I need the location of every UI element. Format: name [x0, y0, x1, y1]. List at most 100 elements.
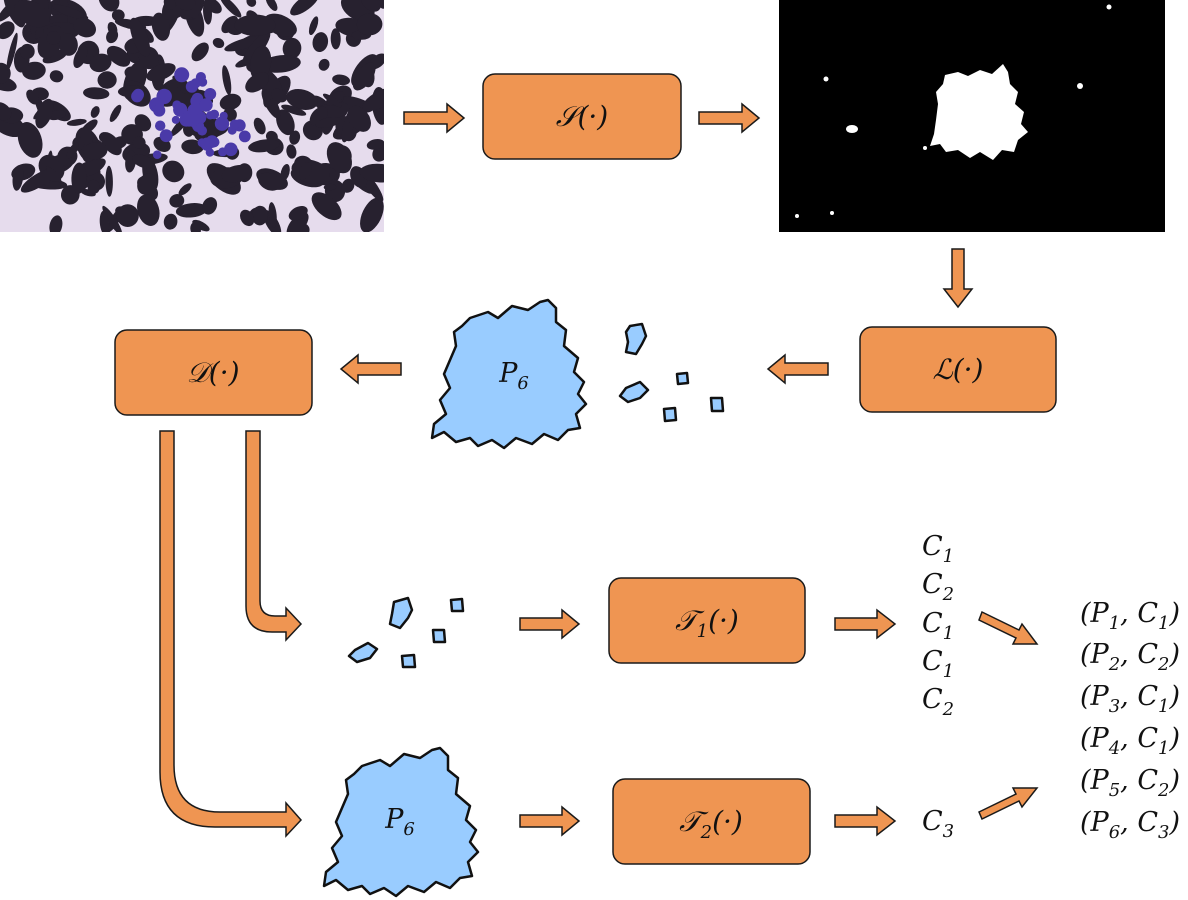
arrow-t2-to-outputs [834, 805, 897, 837]
stain-patch [132, 154, 155, 169]
cell-nucleus [179, 113, 194, 127]
cell-nucleus [174, 67, 190, 83]
stain-patch [12, 165, 24, 191]
stain-patch [192, 219, 210, 232]
blob-small-4 [662, 406, 678, 423]
blob-small-3 [675, 371, 690, 386]
blob-small-3 [449, 597, 465, 613]
segment-box: 𝒮(·) [482, 73, 682, 160]
result-pair: (P2, C2) [1080, 639, 1180, 675]
mask-speck [923, 146, 927, 150]
stain-patch [73, 17, 97, 38]
blob-small-5 [400, 653, 417, 669]
stain-patch [359, 163, 384, 183]
output-class: C2 [922, 569, 954, 605]
t1-sub: 1 [697, 621, 708, 642]
result-pair: (P6, C3) [1080, 807, 1180, 843]
stain-patch [322, 93, 342, 108]
mask-speck [1077, 83, 1083, 89]
stain-patch [289, 130, 301, 145]
mask-main-region [930, 64, 1028, 160]
blob-small-1 [388, 596, 414, 630]
stain-patch [19, 43, 35, 60]
label-box: ℒ(·) [859, 326, 1057, 413]
stain-patch [66, 118, 87, 126]
stain-patch [323, 183, 337, 191]
stain-patch [258, 172, 281, 191]
arrow-divide-to-small-blobs [245, 430, 303, 642]
blob-small-4 [431, 628, 447, 644]
stain-patch [352, 62, 376, 91]
stain-patch [100, 132, 122, 156]
arrow-t2-outputs-to-pairs [978, 787, 1039, 821]
stain-patch [246, 0, 257, 7]
arrow-mask-to-label [942, 248, 974, 309]
labelled-components-group [430, 298, 725, 450]
stain-patch [134, 114, 152, 132]
stain-patch [362, 87, 384, 112]
stain-patch [234, 14, 276, 36]
cell-nucleus [155, 120, 166, 131]
stain-patch [90, 106, 100, 118]
stain-patch [111, 9, 125, 22]
stain-patch [288, 206, 308, 221]
stain-patch [45, 166, 62, 183]
svg-text:𝒯2(·): 𝒯2(·) [679, 805, 743, 843]
stain-patch [360, 0, 381, 12]
blob-p6-bottom-label: P6 [384, 804, 415, 840]
cell-nucleus [190, 78, 201, 89]
stain-patch [14, 0, 50, 28]
stain-patch [87, 179, 100, 194]
cell-nucleus [209, 109, 220, 120]
stain-patch [102, 205, 123, 232]
arrow-large-blob-to-t2 [519, 805, 581, 837]
stain-patch [224, 35, 264, 52]
segmentation-mask-image [779, 0, 1165, 232]
stain-patch [341, 178, 355, 193]
stain-patch [290, 0, 320, 16]
stain-patch [97, 71, 117, 89]
stain-patch [248, 139, 280, 153]
arrow-label-to-blobs [766, 353, 829, 385]
stain-patch [49, 70, 64, 83]
arrow-segment-to-mask [698, 102, 761, 134]
stain-patch [116, 204, 139, 228]
cell-nucleus [229, 119, 240, 130]
cell-nucleus [238, 130, 251, 143]
stain-patch [315, 116, 342, 128]
output-class: C2 [922, 684, 954, 720]
stain-patch [240, 209, 255, 227]
stain-patch [282, 37, 302, 59]
result-pair: (P1, C1) [1080, 598, 1180, 634]
cell-nucleus [214, 116, 230, 131]
stain-patch [212, 37, 225, 49]
stain-patch [318, 58, 330, 71]
cell-nucleus [152, 150, 162, 159]
stain-patch [286, 144, 297, 159]
t2-args: (·) [712, 805, 743, 838]
svg-text:𝒮(·): 𝒮(·) [556, 100, 608, 133]
stain-patch [151, 12, 171, 41]
cell-nucleus [209, 137, 220, 148]
stain-patch [0, 62, 11, 84]
stain-patch [109, 104, 122, 122]
stain-patch [106, 45, 131, 67]
mask-speck [823, 76, 829, 82]
cell-nucleus [153, 104, 166, 117]
label-func: ℒ [933, 353, 954, 386]
stain-patch [249, 45, 272, 82]
cell-nucleus [204, 88, 217, 100]
stain-patch [26, 89, 39, 105]
stain-patch [98, 0, 120, 12]
arrow-t1-outputs-to-pairs [978, 610, 1039, 645]
stain-patch [46, 31, 61, 45]
stain-patch [35, 98, 54, 129]
stain-patch [366, 139, 384, 150]
t1-outputs: C1 C2 C1 C1 C2 [922, 531, 954, 720]
result-pair: (P4, C1) [1080, 723, 1180, 759]
result-pair: (P3, C1) [1080, 681, 1180, 717]
blob-p6-top-label: P6 [498, 358, 529, 394]
stain-patch [106, 29, 119, 44]
stain-patch [71, 162, 87, 194]
